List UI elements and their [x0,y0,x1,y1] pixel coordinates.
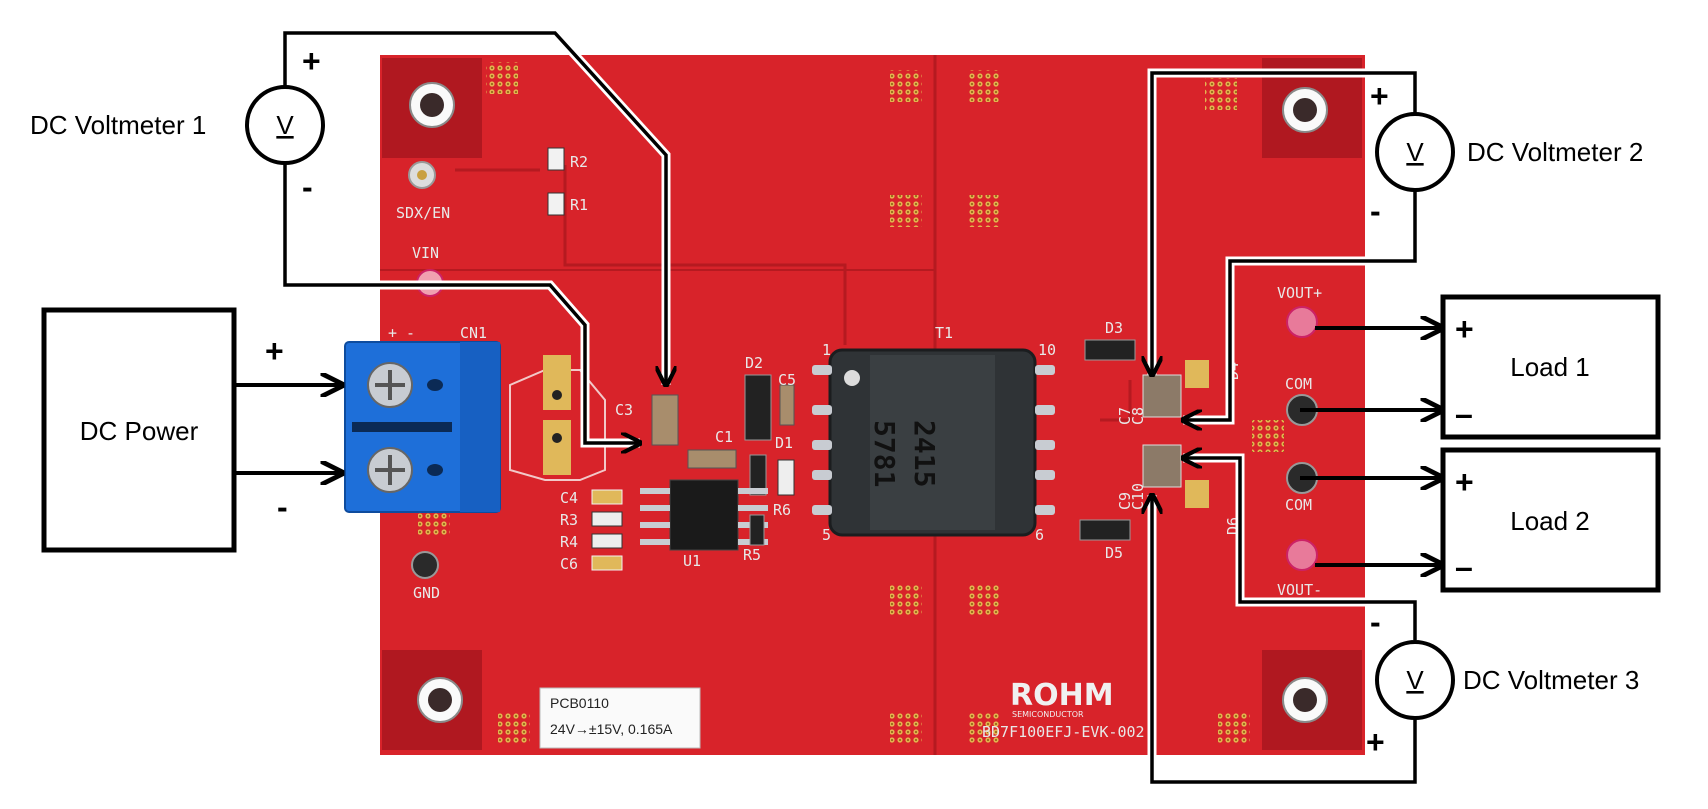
silk-r4: R4 [560,533,578,551]
load-1-label: Load 1 [1510,352,1590,382]
silk-vin: VIN [412,244,439,262]
silk-c6: C6 [560,555,578,573]
input-capacitor-pads [509,355,606,481]
silk-vout-minus: VOUT- [1277,581,1322,599]
dc-power-plus: + [265,333,284,369]
voltmeter-2-label: DC Voltmeter 2 [1467,137,1643,167]
transformer-marking-1: 2415 [908,420,941,487]
silk-pin1: 1 [822,341,831,359]
load-arrows [1300,328,1442,565]
voltmeter-3-plus: + [1366,724,1385,760]
voltmeter-2-plus: + [1370,78,1389,114]
silk-r1: R1 [570,196,588,214]
voltmeter-2-wiring [1152,68,1420,420]
silk-com-1: COM [1285,375,1312,393]
silk-c10: C10 [1129,483,1147,510]
load-1-minus: – [1455,396,1473,432]
voltmeter-3-symbol: V [1406,665,1424,695]
silk-r2: R2 [570,153,588,171]
silk-pin5: 5 [822,526,831,544]
voltmeter-3-wiring [1152,458,1420,787]
silk-t1: T1 [935,324,953,342]
voltmeter-3-minus: - [1370,604,1381,640]
voltmeter-1-symbol: V [276,110,294,140]
voltmeter-1-minus: - [302,169,313,205]
testpoint-vout-minus [1286,539,1318,571]
voltmeter-1: V [245,85,325,165]
load-1-block: Load 1 + – [1440,294,1661,440]
load-2-block: Load 2 + – [1440,447,1661,593]
transformer-marking-2: 5781 [868,420,901,487]
voltmeter-2-minus: - [1370,193,1381,229]
rohm-logo: ROHM [1010,678,1114,713]
silk-r3: R3 [560,511,578,529]
transformer-t1: 2415 5781 [812,348,1055,537]
dc-power-block: DC Power [41,307,237,553]
pcb-label-line2: 24V→±15V, 0.165A [550,721,673,737]
silk-c3: C3 [615,401,633,419]
voltmeter-3-label: DC Voltmeter 3 [1463,665,1639,695]
load-1-plus: + [1455,311,1474,347]
dc-power-minus: - [277,489,288,525]
testpoint-sdx-en [408,161,436,189]
voltmeter-1-plus: + [302,43,321,79]
testpoint-gnd [411,551,439,579]
silk-d1: D1 [775,434,793,452]
silk-c1: C1 [715,428,733,446]
silk-d2: D2 [745,354,763,372]
voltmeter-1-wiring [280,28,666,443]
silk-r6: R6 [773,501,791,519]
testpoint-vout-plus [1286,306,1318,338]
silk-sdx-en: SDX/EN [396,204,450,222]
load-2-minus: – [1455,549,1473,585]
silk-c5: C5 [778,371,796,389]
silk-c7: C7 [1116,407,1134,425]
silk-pin6: 6 [1035,526,1044,544]
silk-c9: C9 [1116,492,1134,510]
mounting-hole [382,58,482,158]
rohm-logo-sub: SEMICONDUCTOR [1012,710,1084,719]
pcb-label-sticker: PCB0110 24V→±15V, 0.165A [539,687,701,749]
load-2-plus: + [1455,464,1474,500]
silk-d5: D5 [1105,544,1123,562]
board-part-number: BD7F100EFJ-EVK-002 [982,723,1145,741]
silk-vout-plus: VOUT+ [1277,284,1322,302]
load-2-label: Load 2 [1510,506,1590,536]
silk-u1: U1 [683,552,701,570]
mounting-hole [1262,650,1362,750]
silk-com-2: COM [1285,496,1312,514]
silk-c8: C8 [1129,407,1147,425]
mounting-hole [382,650,482,750]
silk-pin10: 10 [1038,341,1056,359]
voltmeter-2: V [1375,112,1455,192]
ic-u1 [640,479,768,551]
pcb-board: R2 R1 SDX/EN VIN + - CN1 GND [344,55,1365,755]
voltmeter-2-symbol: V [1406,137,1424,167]
dc-power-arrows [233,385,342,473]
pcb-label-line1: PCB0110 [550,695,609,711]
silk-gnd: GND [413,584,440,602]
voltmeter-3: V [1375,640,1455,720]
silk-r5: R5 [743,546,761,564]
silk-c4: C4 [560,489,578,507]
dc-power-label: DC Power [80,416,199,446]
silk-cn1-polarity: + - [388,324,415,342]
silk-d3: D3 [1105,319,1123,337]
terminal-block-cn1 [344,341,501,513]
silk-cn1: CN1 [460,324,487,342]
voltmeter-1-label: DC Voltmeter 1 [30,110,206,140]
